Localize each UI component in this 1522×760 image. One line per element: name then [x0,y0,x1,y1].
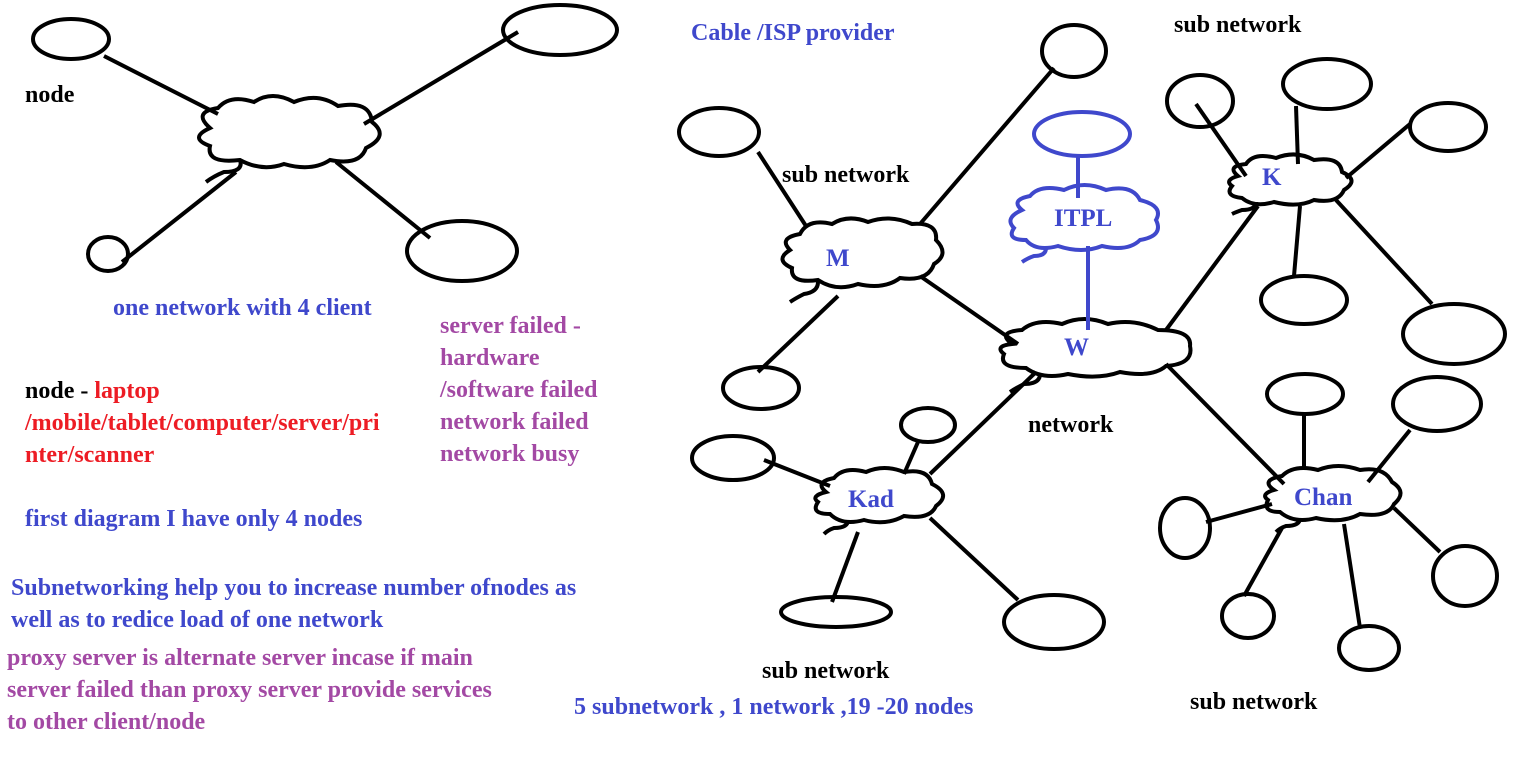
cloud-kad [813,466,945,525]
subnetting-note-line1: Subnetworking help you to increase numbe… [11,575,577,601]
sub-network-label-kad: sub network [762,658,890,684]
server-failed-line: hardware [440,345,540,371]
node-circle [501,3,619,57]
network-label: network [1028,412,1114,438]
node-definition-line3: nter/scanner [25,442,155,468]
cloud-label-itpl: ITPL [1054,205,1113,232]
isp-title: Cable /ISP provider [691,20,895,46]
sub-network-label-m: sub network [782,162,910,188]
sub-network-label-chan: sub network [1190,689,1318,715]
isp-node [1032,110,1132,158]
cloud-label-chan: Chan [1294,484,1353,511]
cloud-tail [788,281,820,304]
network-cloud [197,94,382,170]
sub-network-label-top-right: sub network [1174,12,1302,38]
proxy-note-line2: server failed than proxy server provide … [7,677,492,703]
left-network-diagram [31,3,619,283]
link [103,54,219,116]
cloud-label-w: W [1064,334,1089,361]
node-circle [405,219,519,283]
node-definition-line1: node - laptop [25,375,160,407]
cloud-m [780,216,945,290]
subnetting-note-line2: well as to redice load of one network [11,607,384,633]
proxy-note-line3: to other client/node [7,709,206,735]
left-diagram-caption: one network with 4 client [113,295,372,321]
cloud-tail [204,159,243,184]
node-circle [31,17,111,61]
server-failed-line: server failed - [440,313,581,339]
link [120,170,238,264]
link [334,160,432,240]
cloud-tail [1020,247,1048,264]
cloud-tail [1008,373,1042,394]
first-diagram-note: first diagram I have only 4 nodes [25,506,363,532]
node-definition-line2: /mobile/tablet/computer/server/pri [25,410,380,436]
proxy-note-line1: proxy server is alternate server incase … [7,645,473,671]
node-definition-laptop: laptop [94,378,160,404]
cloud-tail [822,519,850,536]
cloud-label-k: K [1262,164,1282,191]
cloud-w [998,317,1193,379]
node-label: node [25,82,75,108]
node-definition-prefix: node - [25,378,95,404]
cloud-itpl [1008,183,1160,252]
server-failed-line: network failed [440,409,589,435]
cloud-chan [1263,464,1403,523]
cloud-label-kad: Kad [848,486,894,513]
node-circle [86,235,130,273]
summary-note: 5 subnetwork , 1 network ,19 -20 nodes [574,694,974,720]
right-network-diagram [677,23,1507,672]
link [362,30,520,126]
cloud-k [1227,152,1354,207]
cloud-label-m: M [826,245,850,272]
server-failed-line: network busy [440,441,580,467]
cloud-tail [1274,517,1302,534]
cloud-tail [1231,201,1258,216]
isp-provider [1008,110,1160,330]
server-failed-line: /software failed [440,377,598,403]
